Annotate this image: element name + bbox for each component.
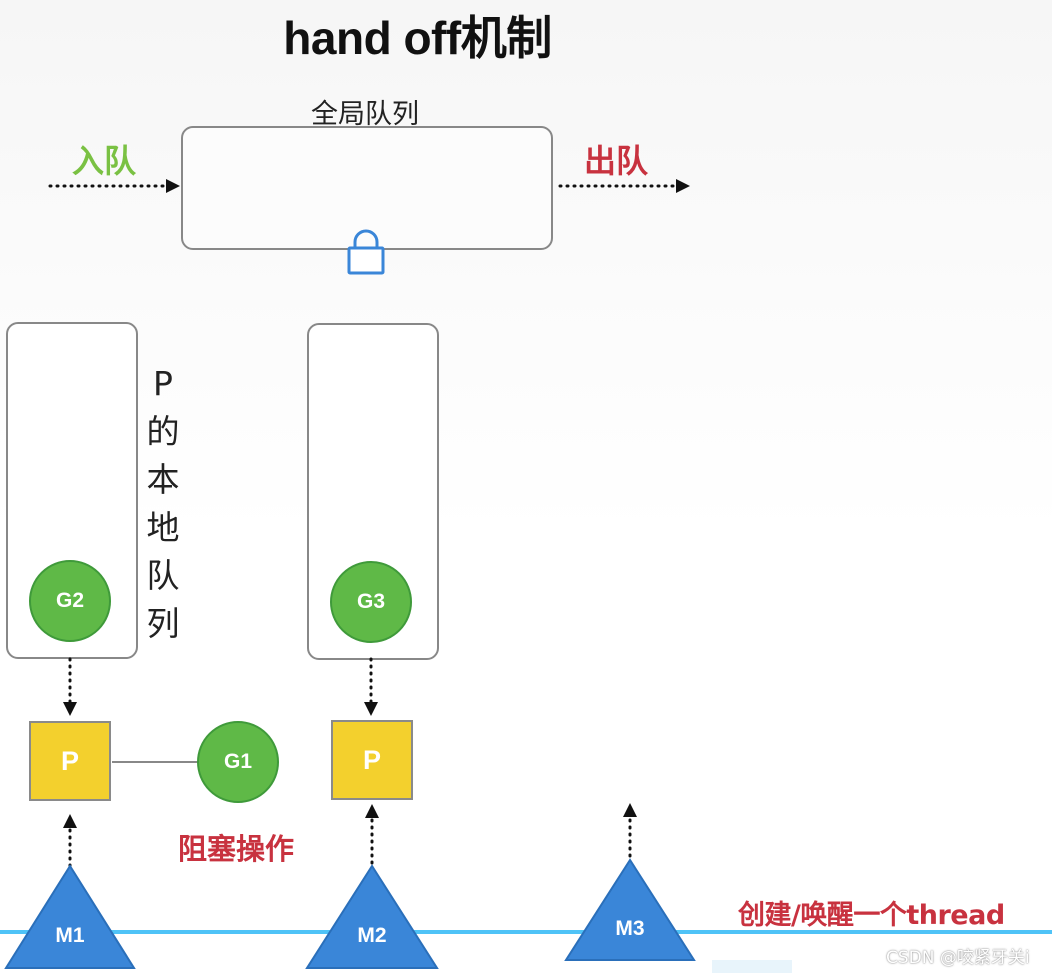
create-thread-label: 创建/唤醒一个thread <box>738 900 1005 931</box>
local-queue-2 <box>307 323 439 660</box>
local-queue-label-char: 的 <box>146 412 180 451</box>
dequeue-arrowhead <box>676 179 690 193</box>
dequeue-label: 出队 <box>584 142 649 180</box>
local-queue-label-char: 队 <box>146 556 180 595</box>
m3-up-arrowhead <box>623 803 637 817</box>
blocking-operation-label: 阻塞操作 <box>178 832 295 866</box>
enqueue-label: 入队 <box>72 142 137 180</box>
local-queue-label-char: 本 <box>146 460 180 499</box>
global-queue-label: 全局队列 <box>311 99 419 130</box>
m2-to-p-arrowhead <box>365 804 379 818</box>
goroutine-g2: G2 <box>29 560 111 642</box>
local-queue-label: P 的 本 地 队 列 <box>144 360 182 648</box>
machine-m2-label: M2 <box>357 924 387 947</box>
local-queue-label-char: P <box>153 364 173 403</box>
g3-to-p-arrowhead <box>364 702 378 716</box>
processor-p2: P <box>331 720 413 800</box>
local-queue-label-char: 列 <box>146 604 180 643</box>
goroutine-g3: G3 <box>330 561 412 643</box>
m1-to-p-arrowhead <box>63 814 77 828</box>
machine-m3-label: M3 <box>615 917 645 940</box>
lock-icon <box>347 229 385 275</box>
enqueue-arrowhead <box>166 179 180 193</box>
g2-to-p-arrowhead <box>63 702 77 716</box>
bottom-highlight <box>712 960 792 973</box>
goroutine-g1: G1 <box>197 721 279 803</box>
local-queue-label-char: 地 <box>146 508 180 547</box>
m3-triangle <box>564 858 696 961</box>
page-title: hand off机制 <box>283 12 552 64</box>
processor-p1: P <box>29 721 111 801</box>
m2-triangle <box>305 864 439 969</box>
m1-triangle <box>4 864 136 969</box>
machine-m1-label: M1 <box>55 924 85 947</box>
watermark: CSDN @咬紧牙关i <box>886 948 1030 968</box>
